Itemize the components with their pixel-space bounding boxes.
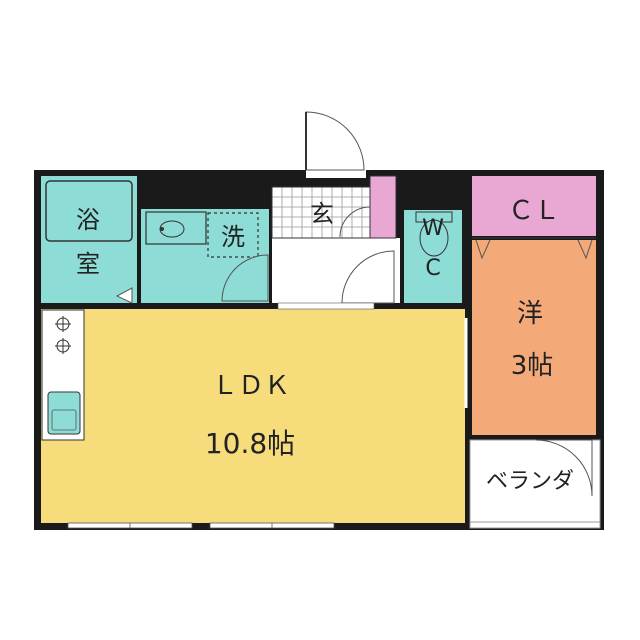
ldk-size-label: 10.8帖 [205, 427, 295, 460]
closet [472, 176, 596, 236]
bath-label-1: 浴 [76, 206, 100, 234]
western-label-2: 3帖 [511, 351, 554, 381]
shoe-storage [369, 175, 397, 239]
front-door-swing [305, 111, 365, 171]
balcony-label: ベランダ [486, 469, 574, 494]
wash-basin [145, 211, 207, 245]
entrance-label: 玄 [310, 200, 334, 228]
bath-label-2: 室 [76, 250, 100, 278]
wc-label-1: W [422, 216, 444, 241]
stove-burner-icon [55, 316, 71, 354]
closet-door-left [475, 239, 491, 260]
entrance-tile-grid [272, 187, 370, 238]
ldk-room [41, 309, 465, 523]
western-label-1: 洋 [517, 299, 543, 329]
washing-machine-area [207, 212, 259, 258]
western-room [472, 240, 596, 435]
wc-label-2: C [425, 256, 440, 281]
inner-door-swing [339, 206, 371, 238]
hall-door-swing [341, 250, 395, 304]
faucet-icon [160, 227, 164, 231]
kitchen-sink [47, 391, 81, 435]
bathtub [45, 180, 133, 242]
toilet-bowl [419, 219, 449, 257]
closet-door-right [577, 239, 593, 260]
closet-label: ＣＬ [508, 196, 560, 226]
balcony-door-swing [535, 439, 593, 497]
bath-drain-triangle [115, 287, 133, 304]
washroom-label: 洗 [221, 223, 245, 251]
ldk-label: ＬＤＫ [212, 371, 290, 401]
washroom-door-swing [221, 254, 269, 302]
entrance-tile [272, 187, 370, 238]
